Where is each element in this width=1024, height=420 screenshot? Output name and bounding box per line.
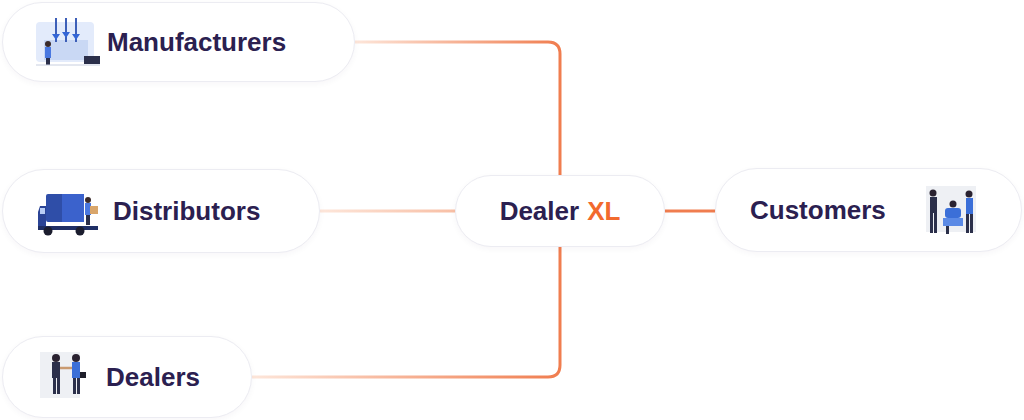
connector-line <box>320 210 455 213</box>
customers-icon <box>926 186 976 234</box>
node-label: Manufacturers <box>107 28 286 57</box>
entity-pill: Manufacturers <box>2 2 355 82</box>
node-label: Customers <box>750 196 886 225</box>
factory-icon <box>36 18 100 65</box>
node-label: Dealers <box>106 363 200 392</box>
node-label: Dealer <box>500 197 580 226</box>
hub-pill: DealerXL <box>455 175 665 247</box>
brand-accent: XL <box>587 197 620 226</box>
entity-pill: Distributors <box>2 169 320 253</box>
truck-icon <box>38 194 98 236</box>
connector-line <box>252 247 560 377</box>
entity-pill: Dealers <box>2 336 252 418</box>
handshake-icon <box>40 352 86 398</box>
connector-line <box>355 42 560 175</box>
connector-line <box>665 210 715 213</box>
entity-pill: Customers <box>715 168 1022 252</box>
node-label: Distributors <box>113 197 260 226</box>
